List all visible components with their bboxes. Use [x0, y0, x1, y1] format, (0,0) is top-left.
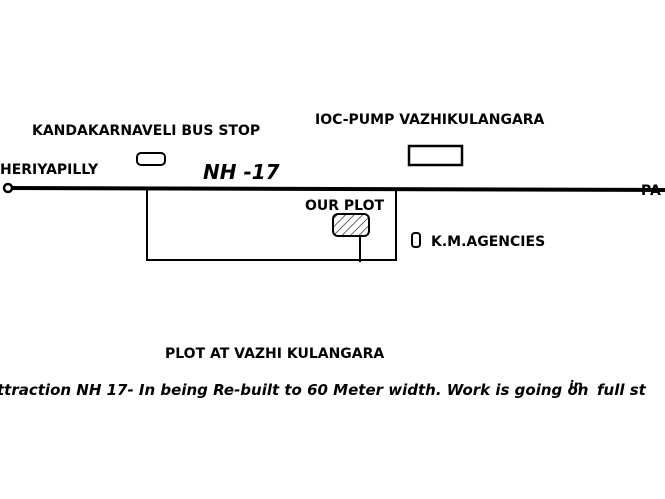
caption-note: ttraction NH 17- In being Re-built to 60…	[0, 381, 588, 399]
highway-line	[5, 186, 665, 192]
caption-note-in: in	[569, 379, 583, 394]
our-plot-marker	[332, 213, 370, 237]
bus-stop-marker	[136, 152, 166, 166]
our-plot-label: OUR PLOT	[305, 198, 385, 214]
pump-marker	[407, 144, 464, 167]
agency-marker	[411, 232, 421, 248]
agency-label: K.M.AGENCIES	[431, 234, 545, 250]
left-end-marker	[2, 182, 14, 194]
highway-label: NH -17	[203, 160, 280, 184]
bus-stop-label: KANDAKARNAVELI BUS STOP	[32, 123, 260, 139]
pump-label: IOC-PUMP VAZHIKULANGARA	[315, 112, 545, 128]
caption-title: PLOT AT VAZHI KULANGARA	[165, 346, 384, 362]
right-end-label: PA	[641, 183, 661, 199]
left-end-label: HERIYAPILLY	[0, 162, 99, 178]
caption-note-tail: full st	[597, 381, 647, 399]
plot-boundary	[146, 188, 397, 261]
